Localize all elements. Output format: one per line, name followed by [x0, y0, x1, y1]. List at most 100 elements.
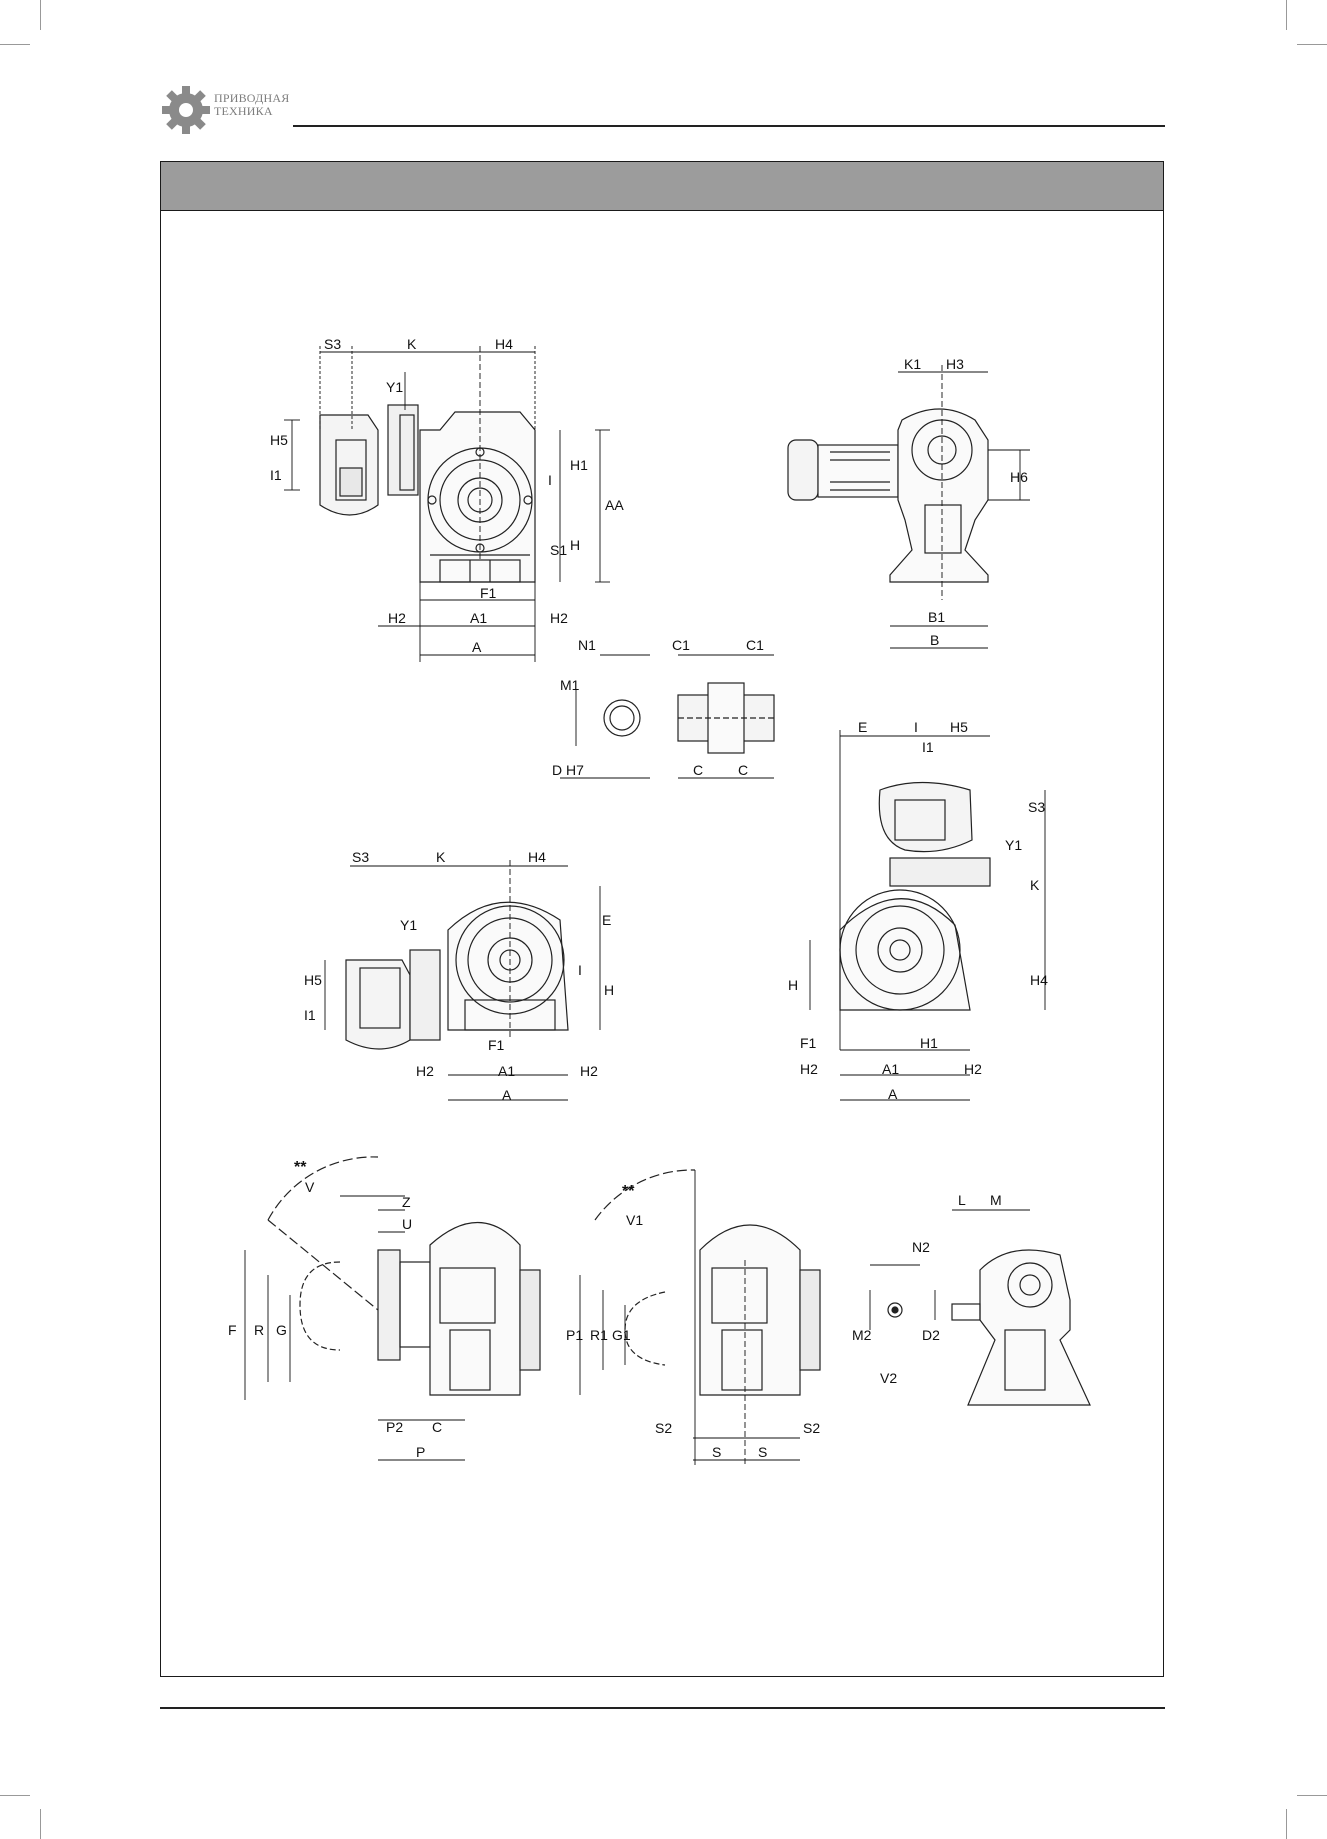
- dim-label: A1: [470, 610, 487, 626]
- dim-label: A: [888, 1086, 898, 1102]
- view-bottom-middle: [594, 1169, 821, 1396]
- dim-label: P2: [386, 1419, 403, 1435]
- view-bottom-right-dims: [869, 1209, 1030, 1330]
- crop-mark: [1297, 1795, 1327, 1796]
- dim-label: C: [693, 762, 703, 778]
- drawing-frame: [160, 161, 1164, 1677]
- brand-line-2: ТЕХНИКА: [214, 104, 273, 118]
- dim-label: I1: [304, 1007, 316, 1023]
- dim-label: G1: [612, 1327, 631, 1343]
- labels-bottom-left: ** V Z U F R G P2 C P: [228, 1159, 442, 1460]
- dim-label: H4: [528, 849, 546, 865]
- brand-line-1: ПРИВОДНАЯ: [214, 91, 290, 105]
- dim-label: H: [788, 977, 798, 993]
- dim-label: U: [402, 1216, 412, 1232]
- dim-label: C: [738, 762, 748, 778]
- dim-label: A1: [498, 1063, 515, 1079]
- crop-mark: [40, 0, 41, 30]
- crop-mark: [1297, 44, 1327, 45]
- view-bottom-left-dims: [244, 1195, 465, 1461]
- dim-label: P: [416, 1444, 425, 1460]
- dim-label: N2: [912, 1239, 930, 1255]
- dim-label: D H7: [552, 762, 584, 778]
- dim-label: H2: [550, 610, 568, 626]
- dim-label: S3: [1028, 799, 1045, 815]
- dim-label: H5: [270, 432, 288, 448]
- dim-label: H2: [800, 1061, 818, 1077]
- view-middle-left: [345, 901, 569, 1050]
- dim-label: V1: [626, 1212, 643, 1228]
- dim-label: A: [502, 1087, 512, 1103]
- brand-logo: [160, 84, 295, 134]
- dim-label: D2: [922, 1327, 940, 1343]
- dim-label: P1: [566, 1327, 583, 1343]
- view-middle-right-dims: [809, 730, 1046, 1101]
- labels-top-right: K1 H3 H6 B1 B: [904, 356, 1028, 648]
- dim-label: H: [604, 982, 614, 998]
- footer-rule: [160, 1707, 1165, 1709]
- dim-label: H1: [920, 1035, 938, 1051]
- crop-mark: [0, 1795, 30, 1796]
- dim-label: H2: [388, 610, 406, 626]
- dim-label: H3: [946, 356, 964, 372]
- labels-middle-left: S3 K H4 Y1 E H5 I I1 H F1 H2 A1 H2 A: [304, 849, 614, 1103]
- dim-label: N1: [578, 637, 596, 653]
- dim-label: I1: [270, 467, 282, 483]
- dim-label: Y1: [386, 379, 403, 395]
- dim-label: H: [570, 537, 580, 553]
- dim-label: S2: [803, 1420, 820, 1436]
- view-top-right-dims: [890, 365, 1030, 649]
- dim-label: R: [254, 1322, 264, 1338]
- dim-label: H4: [495, 336, 513, 352]
- view-bottom-right: [887, 1249, 1091, 1406]
- dim-label: L: [958, 1192, 966, 1208]
- labels-bottom-right: L M N2 M2 D2 V2: [852, 1192, 1002, 1386]
- labels-middle-right: E I H5 I1 S3 Y1 K H H4 F1 H1 H2 A1 H2 A: [788, 719, 1048, 1102]
- dim-label: H5: [304, 972, 322, 988]
- header-rule: [293, 125, 1165, 127]
- view-shaft-dims: [560, 654, 774, 779]
- view-top-left-dims: [284, 346, 610, 662]
- dim-label: H1: [570, 457, 588, 473]
- dim-label: H4: [1030, 972, 1048, 988]
- dim-label: K: [1030, 877, 1040, 893]
- dim-label: V: [305, 1179, 315, 1195]
- labels-bottom-middle: ** V1 P1 R1 G1 S2 S2 S S: [566, 1183, 820, 1460]
- crop-mark: [1286, 1809, 1287, 1839]
- dim-label: S3: [324, 336, 341, 352]
- dim-label: F1: [488, 1037, 505, 1053]
- dim-label: **: [294, 1159, 307, 1176]
- labels-top-left: S3 K H4 Y1 H5 I1 I H1 AA S1 H F1 H2 A1 H…: [270, 336, 624, 655]
- dim-label: E: [602, 912, 611, 928]
- view-middle-left-dims: [324, 860, 601, 1101]
- dim-label: F: [228, 1322, 237, 1338]
- dim-label: S2: [655, 1420, 672, 1436]
- crop-mark: [40, 1809, 41, 1839]
- dim-label: S: [758, 1444, 767, 1460]
- dim-label: B1: [928, 609, 945, 625]
- dim-label: S3: [352, 849, 369, 865]
- dim-label: G: [276, 1322, 287, 1338]
- dim-label: F1: [480, 585, 497, 601]
- view-top-right: [787, 408, 989, 583]
- brand-name: ПРИВОДНАЯ ТЕХНИКА: [214, 92, 289, 118]
- dim-label: H2: [964, 1061, 982, 1077]
- dim-label: R1: [590, 1327, 608, 1343]
- dim-label: AA: [605, 497, 624, 513]
- view-shaft-detail: [603, 682, 775, 754]
- dim-label: H5: [950, 719, 968, 735]
- dim-label: M1: [560, 677, 580, 693]
- dim-label: M2: [852, 1327, 872, 1343]
- frame-header-band: [161, 162, 1163, 211]
- dim-label: K: [436, 849, 446, 865]
- dim-label: C1: [746, 637, 764, 653]
- dim-label: Y1: [1005, 837, 1022, 853]
- dim-label: M: [990, 1192, 1002, 1208]
- dim-label: Z: [402, 1194, 411, 1210]
- dim-label: A1: [882, 1061, 899, 1077]
- crop-mark: [0, 44, 30, 45]
- dim-label: H2: [580, 1063, 598, 1079]
- dim-label: E: [858, 719, 867, 735]
- dim-label: A: [472, 639, 482, 655]
